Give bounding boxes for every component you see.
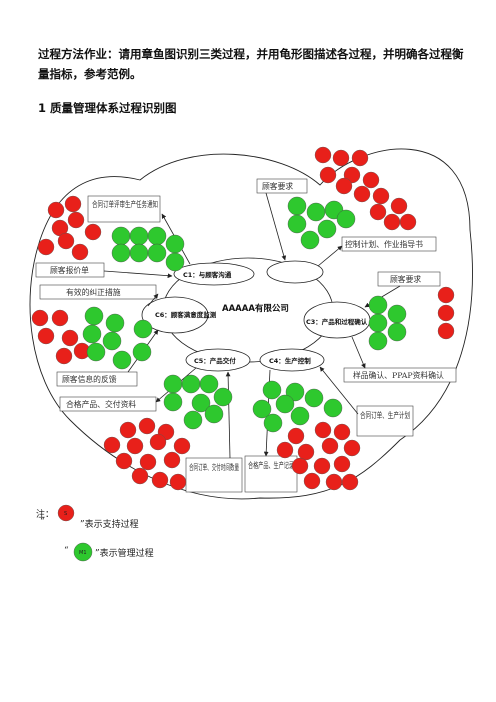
box-corrective: 有效的纠正措施 xyxy=(39,284,157,300)
support-cluster-top-right xyxy=(314,146,417,231)
box-customer-quote: 顾客报价单 xyxy=(35,262,105,278)
arrow-blank-to-control xyxy=(317,245,343,267)
box-qualified-record-text: 合格产品、生产记录 xyxy=(248,460,294,470)
core-process-c4-label: C4：生产控制 xyxy=(269,356,311,365)
management-cluster-bottom-right xyxy=(252,380,343,433)
core-process-c6[interactable]: C6：顾客满意度监测 xyxy=(141,296,217,334)
box-req-right: 顾客要求 xyxy=(377,271,441,287)
arrow-plan-to-c4 xyxy=(319,366,359,415)
management-cluster-bottom-left xyxy=(163,374,233,430)
legend-mgmt-text: ”表示管理过程 xyxy=(95,549,154,559)
legend-support-circle-text: S xyxy=(64,511,67,517)
management-cluster-top-left xyxy=(111,226,185,272)
box-qualified-record: 合格产品、生产记录 xyxy=(244,455,298,493)
box-order-plan: 合同订单、生产计划 xyxy=(356,405,414,437)
management-cluster-left xyxy=(82,306,153,370)
arrow-c3-to-sample xyxy=(351,336,366,369)
box-control-plan: 控制计划、作业指导书 xyxy=(341,236,437,252)
core-process-blank xyxy=(266,260,324,284)
legend-management-icon xyxy=(73,542,93,562)
box-sample-ppap-text: 样品确认、PPAP资料确认 xyxy=(353,370,444,380)
box-qualified-delivery: 合格产品、交付资料 xyxy=(59,396,157,412)
core-process-c1[interactable]: C1：与顾客沟通 xyxy=(173,262,255,286)
support-cluster-top-left xyxy=(37,195,102,261)
core-process-c3-label: C3：产品和过程确认 xyxy=(306,317,368,326)
arrow-req-top-to-blank xyxy=(265,192,287,261)
legend-support-open-quote: “ xyxy=(40,517,45,527)
box-req-top: 顾客要求 xyxy=(256,178,308,194)
arrow-c6-to-corrective xyxy=(147,293,159,307)
instruction-text: 过程方法作业：请用章鱼图识别三类过程，并用龟形图描述各过程，并明确各过程衡量指标… xyxy=(38,47,464,81)
support-cluster-bottom-left xyxy=(103,417,191,491)
core-process-c5[interactable]: C5：产品交付 xyxy=(185,348,251,372)
box-req-top-text: 顾客要求 xyxy=(262,181,293,191)
arrow-order-to-c5 xyxy=(225,371,231,459)
box-control-plan-text: 控制计划、作业指导书 xyxy=(345,239,423,249)
legend-support-text: ”表示支持过程 xyxy=(80,520,139,530)
core-process-c3[interactable]: C3：产品和过程确认 xyxy=(303,301,371,339)
support-cluster-far-right xyxy=(437,286,455,340)
box-customer-feedback: 顾客信息的反馈 xyxy=(56,371,138,387)
management-cluster-top-right xyxy=(287,196,356,250)
legend-management-circle-text: M1 xyxy=(79,550,87,556)
company-name: AAAAA有限公司 xyxy=(222,303,289,314)
core-process-c4[interactable]: C4：生产控制 xyxy=(259,348,325,372)
support-cluster-bottom-right xyxy=(276,421,361,491)
box-order-plan-text: 合同订单、生产计划 xyxy=(360,410,410,420)
box-sample-ppap: 样品确认、PPAP资料确认 xyxy=(343,367,457,383)
box-contract-review-text: 合同订单评审生产任务通知 xyxy=(92,199,158,209)
box-customer-quote-text: 顾客报价单 xyxy=(50,265,89,275)
box-req-right-text: 顾客要求 xyxy=(390,274,421,284)
support-cluster-left xyxy=(31,309,91,365)
core-process-c5-label: C5：产品交付 xyxy=(194,356,236,365)
legend-note-prefix: 注： xyxy=(36,510,55,520)
legend-support-icon xyxy=(57,504,75,522)
box-order-time-text: 合同订单、交付时间数量 xyxy=(189,462,239,472)
legend-mgmt-open-quote: “ xyxy=(64,546,69,556)
box-qualified-delivery-text: 合格产品、交付资料 xyxy=(66,399,136,409)
box-corrective-text: 有效的纠正措施 xyxy=(66,287,121,297)
core-process-c6-label: C6：顾客满意度监测 xyxy=(155,310,217,319)
box-customer-feedback-text: 顾客信息的反馈 xyxy=(62,374,117,384)
core-process-c1-label: C1：与顾客沟通 xyxy=(183,270,232,279)
box-contract-review: 合同订单评审生产任务通知 xyxy=(87,195,161,223)
arrow-quote-to-c1 xyxy=(103,270,173,279)
section-title: 1 质量管理体系过程识别图 xyxy=(38,101,177,115)
management-cluster-right xyxy=(368,295,407,351)
box-order-time: 合同订单、交付时间数量 xyxy=(185,457,243,493)
